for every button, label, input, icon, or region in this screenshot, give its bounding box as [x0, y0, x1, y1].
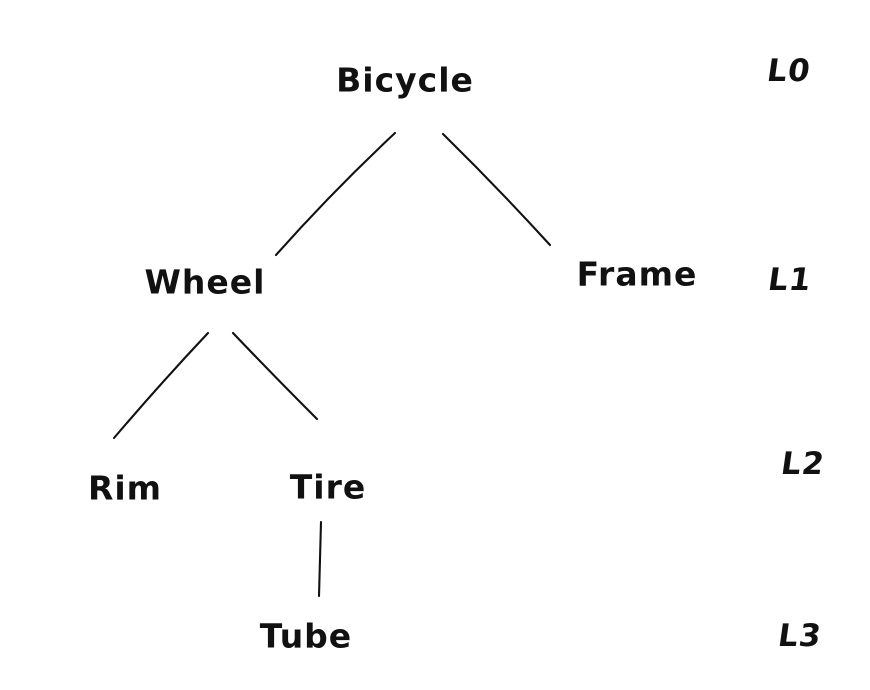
node-label-tire: Tire [289, 467, 367, 507]
level-label-l1: L1 [765, 262, 815, 298]
node-label-frame: Frame [576, 254, 698, 294]
node-label-wheel: Wheel [144, 262, 266, 302]
level-label-l0: L0 [764, 53, 814, 89]
edge-wheel-tire [231, 331, 319, 421]
node-label-tube: Tube [259, 616, 353, 656]
level-label-l2: L2 [778, 446, 828, 482]
edge-tire-tube [317, 520, 323, 598]
edge-bicycle-frame [441, 132, 552, 247]
node-label-rim: Rim [87, 468, 163, 508]
node-label-bicycle: Bicycle [336, 60, 474, 100]
level-label-l3: L3 [775, 618, 825, 654]
edge-wheel-rim [112, 331, 210, 440]
edge-bicycle-wheel [274, 131, 397, 257]
